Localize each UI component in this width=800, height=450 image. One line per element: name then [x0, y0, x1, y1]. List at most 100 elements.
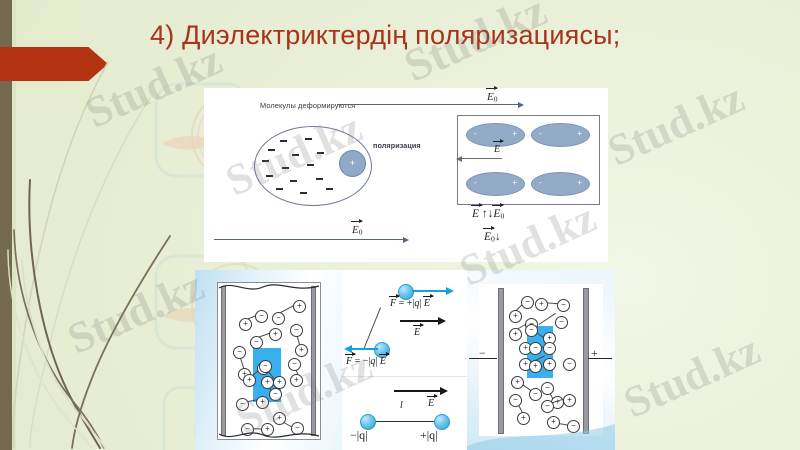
caption-polarization: поляризация	[373, 141, 421, 150]
field-arrow-head	[438, 317, 446, 325]
field-arrow-e-inner	[462, 158, 502, 160]
wire-right	[588, 358, 612, 360]
label-field-e-lower: E	[428, 398, 435, 409]
ion-positive: +	[563, 394, 576, 407]
ion-negative: −	[255, 310, 268, 323]
red-arrow-banner	[0, 47, 108, 81]
ion-negative: −	[567, 420, 580, 433]
dipole-negative-sign: -	[474, 178, 477, 187]
minus-charge	[280, 140, 287, 142]
dipole-ellipse: - +	[531, 123, 590, 147]
dipole-negative-sign: -	[539, 129, 542, 138]
ion-negative: −	[291, 422, 304, 435]
capacitor-plate-left	[498, 288, 504, 434]
ion-negative: −	[509, 394, 522, 407]
plate-sign-negative: −	[479, 346, 486, 360]
capacitor-plate-right	[311, 286, 316, 436]
molecule-ellipse	[254, 126, 372, 206]
formula-force-positive: F = +|q| E	[390, 298, 431, 309]
minus-charge	[307, 164, 314, 166]
charge-ball-positive	[434, 414, 450, 430]
charge-ball-positive	[398, 284, 414, 300]
force-arrow-negative	[350, 348, 378, 350]
ion-negative: −	[555, 316, 568, 329]
ion-positive: +	[295, 344, 308, 357]
ion-positive: +	[269, 328, 282, 341]
caption-molecules-deform: Молекулы деформируются	[260, 101, 356, 110]
relation-e-antiparallel-e0: E ↑↓E0	[472, 208, 505, 221]
ion-positive: +	[239, 318, 252, 331]
ion-positive: +	[293, 300, 306, 313]
figure-capacitor-polarized: − + + − + − + − − + − + − − + + +	[467, 270, 615, 450]
minus-charge	[305, 138, 312, 140]
ion-negative: −	[563, 358, 576, 371]
dipole-negative-sign: -	[539, 178, 542, 187]
minus-charge	[268, 149, 275, 151]
field-arrow-e-lower	[394, 390, 442, 392]
ion-positive: +	[256, 396, 269, 409]
field-arrow-e0-bottom	[214, 239, 404, 241]
ion-positive: +	[261, 376, 274, 389]
ion-positive: +	[243, 374, 256, 387]
minus-charge	[262, 160, 269, 162]
minus-charge	[326, 188, 333, 190]
wire-left	[469, 358, 497, 360]
relation-e0-decrease: E0↓	[484, 231, 501, 244]
field-arrow-head-left	[456, 155, 462, 162]
capacitor-plate-right	[583, 288, 589, 434]
field-arrow-head	[440, 387, 448, 395]
field-arrow-e	[400, 320, 440, 322]
ion-negative: −	[529, 388, 542, 401]
ion-negative: −	[233, 346, 246, 359]
ion-positive: +	[273, 412, 286, 425]
plate-sign-positive: +	[591, 346, 598, 360]
charge-ball-negative	[360, 414, 376, 430]
dipole-ellipse: - +	[531, 172, 590, 196]
label-e0-bottom: E0	[352, 224, 363, 237]
positive-core-circle: +	[339, 150, 366, 177]
ion-positive: +	[535, 298, 548, 311]
dipole-ellipse: - +	[466, 172, 525, 196]
formula-force-negative: F = −|q| E	[346, 356, 387, 367]
minus-charge	[282, 167, 289, 169]
figure-capacitor-unpolarized: + − − + − + − + − + + − − + + − −	[195, 270, 342, 450]
ion-negative: −	[521, 296, 534, 309]
minus-charge	[290, 180, 297, 182]
ion-negative: −	[543, 342, 556, 355]
figure-top-panel: Молекулы деформируются поляризация + E0 …	[204, 88, 608, 262]
ion-positive: +	[511, 376, 524, 389]
figure-dipole-forces: F = +|q| E E F = −|q| E E l −|q| +|q|	[342, 270, 467, 450]
watermark: Stud.kz	[600, 72, 752, 176]
label-charge-positive: +|q|	[420, 428, 438, 442]
ion-positive: +	[529, 360, 542, 373]
watermark: Stud.kz	[60, 260, 212, 364]
ion-negative: −	[557, 299, 570, 312]
minus-charge	[266, 175, 273, 177]
page-title: 4) Диэлектриктердің поляризациясы;	[150, 20, 621, 50]
capacitor-plate-left	[221, 286, 226, 436]
label-field-e: E	[414, 327, 421, 338]
force-arrow-positive	[412, 290, 448, 292]
ion-positive: +	[509, 310, 522, 323]
label-charge-negative: −|q|	[350, 428, 368, 442]
ion-positive: +	[509, 328, 522, 341]
ion-negative: −	[290, 324, 303, 337]
field-arrow-head	[403, 236, 409, 243]
watermark: Stud.kz	[616, 324, 768, 428]
minus-charge	[300, 192, 307, 194]
ion-negative: −	[529, 342, 542, 355]
label-length-l: l	[400, 400, 403, 411]
force-arrow-head-left	[344, 345, 352, 353]
ion-negative: −	[525, 324, 538, 337]
dipole-positive-sign: +	[512, 129, 517, 138]
grass-decoration	[7, 61, 171, 449]
ion-negative: −	[241, 423, 254, 436]
dipole-positive-sign: +	[577, 178, 582, 187]
force-arrow-head	[446, 287, 454, 295]
label-e-inner: E	[494, 144, 501, 155]
dipole-positive-sign: +	[512, 178, 517, 187]
figure-bottom-panel: + − − + − + − + − + + − − + + − −	[195, 270, 615, 450]
ion-negative: −	[288, 358, 301, 371]
minus-charge	[316, 178, 323, 180]
dipole-negative-sign: -	[474, 129, 477, 138]
